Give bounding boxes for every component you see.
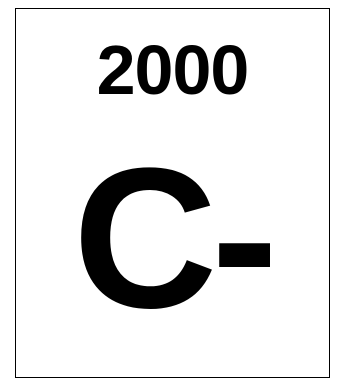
- year-label: 2000: [96, 31, 250, 109]
- grade-label: C-: [72, 127, 278, 350]
- grade-card: 2000 C-: [15, 8, 330, 378]
